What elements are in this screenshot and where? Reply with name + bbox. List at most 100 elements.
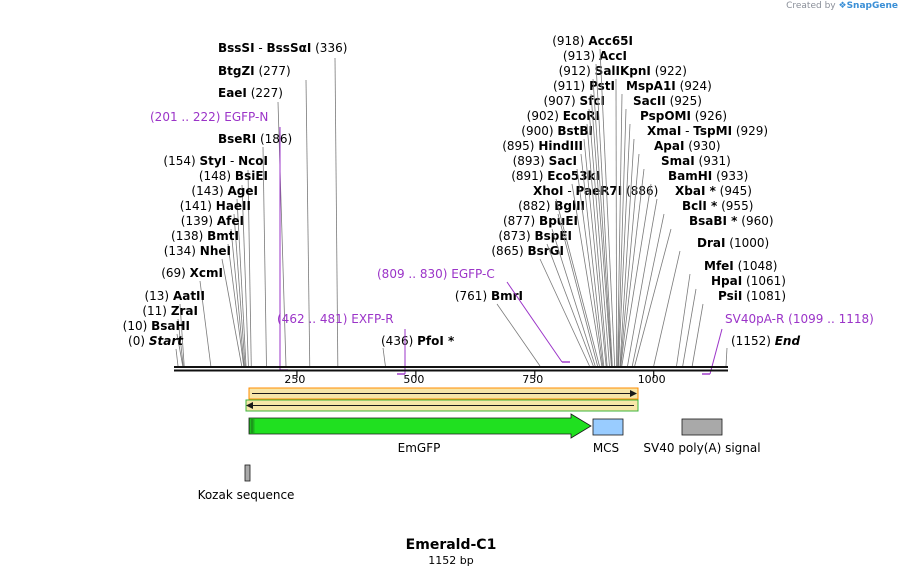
site-line-psii [691, 303, 704, 367]
site-line-bsiei [241, 184, 249, 367]
site-line-kpni [615, 78, 617, 367]
site-position: (227) [247, 86, 283, 100]
site-position: (886) [622, 184, 658, 198]
site-label-btgzi: BtgZI (277) [218, 64, 291, 78]
primer-line-egfp-c [506, 281, 563, 363]
site-dash: - [226, 154, 238, 168]
site-name: AfeI [217, 214, 244, 228]
site-label-bcli: BclI * (955) [682, 199, 753, 213]
site-line-nhei [221, 258, 243, 367]
site-line-aatii [179, 303, 185, 367]
feature-label-mcs: MCS [593, 441, 619, 455]
site-dash: - [255, 41, 267, 55]
site-name: BsaHI [151, 319, 190, 333]
site-name: XhoI [533, 184, 564, 198]
site-label-hindiii: (895) HindIII [502, 139, 583, 153]
site-line-psti [590, 93, 612, 367]
site-name: EaeI [218, 86, 247, 100]
site-name: XcmI [190, 266, 223, 280]
ruler-label-750: 750 [522, 373, 543, 386]
site-name: PspOMI [640, 109, 691, 123]
site-position: (895) [502, 139, 538, 153]
site-position: (933) [712, 169, 748, 183]
site-line-saci [576, 168, 604, 367]
primer-range: (809 .. 830) [377, 267, 451, 281]
site-position: (1048) [734, 259, 778, 273]
site-label-sali: (912) SalI [559, 64, 620, 78]
feature-sv40-box [681, 418, 723, 436]
site-line-end [725, 347, 728, 367]
primer-name: EXFP-R [351, 312, 393, 326]
site-label-bsahi: (10) BsaHI [123, 319, 190, 333]
site-line-bmti [227, 243, 245, 367]
site-name: BseRI [218, 132, 256, 146]
site-name: AatII [173, 289, 205, 303]
site-position: (141) [180, 199, 216, 213]
site-position: (900) [521, 124, 557, 138]
site-name: PfoI * [417, 334, 455, 348]
site-label-bsabi: BsaBI * (960) [689, 214, 774, 228]
site-name: BpuEI [539, 214, 578, 228]
site-label-afei: (139) AfeI [181, 214, 244, 228]
primer-label-egfp-c: (809 .. 830) EGFP-C [377, 267, 495, 281]
site-name: SmaI [661, 154, 695, 168]
site-position: (1000) [725, 236, 769, 250]
site-line-sacii [617, 108, 627, 367]
site-position: (69) [161, 266, 189, 280]
site-label-bseri: BseRI (186) [218, 132, 292, 146]
feature-label-sv40: SV40 poly(A) signal [643, 441, 760, 455]
site-position: (891) [511, 169, 547, 183]
site-name: ApaI [654, 139, 684, 153]
site-label-aatii: (13) AatII [144, 289, 205, 303]
site-position: (922) [651, 64, 687, 78]
site-label-styi: (154) StyI - NcoI [163, 154, 268, 168]
site-label-eaei: EaeI (227) [218, 86, 283, 100]
site-line-apai [619, 153, 640, 367]
ruler-label-500: 500 [403, 373, 424, 386]
site-position: (139) [181, 214, 217, 228]
site-label-bsssi: BssSI - BssSαI (336) [218, 41, 347, 55]
site-position: (865) [491, 244, 527, 258]
site-name: PsiI [718, 289, 742, 303]
watermark-prefix: Created by [786, 1, 836, 11]
feature-mcs-box [592, 418, 624, 436]
site-line-bsahi [176, 333, 184, 367]
site-position: (926) [691, 109, 727, 123]
site-line-zrai [177, 318, 184, 367]
site-position: (893) [513, 154, 549, 168]
primers: (201 .. 222) EGFP-N(462 .. 481) EXFP-R(8… [150, 110, 874, 375]
site-label-haeii: (141) HaeII [180, 199, 251, 213]
snapgene-logo-icon: ❖ [838, 1, 847, 11]
site-label-xbai: XbaI * (945) [675, 184, 752, 198]
site-label-start: (0) Start [128, 334, 184, 348]
site-position: (913) [563, 49, 599, 63]
primer-label-sv40pa-r: SV40pA-R (1099 .. 1118) [725, 312, 874, 326]
site-name: BstBI [557, 124, 593, 138]
site-position: (924) [676, 79, 712, 93]
site-line-drai [653, 250, 681, 367]
site-name: EcoRI [563, 109, 600, 123]
site-position: (882) [518, 199, 554, 213]
site-line-styi [247, 169, 252, 367]
site-label-xmai: XmaI - TspMI (929) [647, 124, 768, 138]
site-line-sfci [588, 108, 610, 367]
site-name: BsaBI * [689, 214, 738, 228]
site-label-smai: SmaI (931) [661, 154, 731, 168]
site-name: AgeI [228, 184, 258, 198]
site-name: MfeI [704, 259, 734, 273]
site-line-acci [595, 63, 613, 367]
site-label-acc65i: (918) Acc65I [552, 34, 633, 48]
site-line-sali [592, 78, 613, 367]
site-label-kpni: KpnI (922) [620, 64, 687, 78]
site-dash: - [564, 184, 576, 198]
site-line-xbai [627, 198, 658, 367]
site-label-bglii: (882) BglII [518, 199, 585, 213]
site-name: NheI [200, 244, 231, 258]
site-label-bamhi: BamHI (933) [668, 169, 748, 183]
site-name: HindIII [538, 139, 583, 153]
site-line-bsssi [334, 57, 339, 367]
site-label-eco53ki: (891) Eco53kI [511, 169, 600, 183]
site-name: SfcI [580, 94, 605, 108]
site-label-bstbi: (900) BstBI [521, 124, 593, 138]
